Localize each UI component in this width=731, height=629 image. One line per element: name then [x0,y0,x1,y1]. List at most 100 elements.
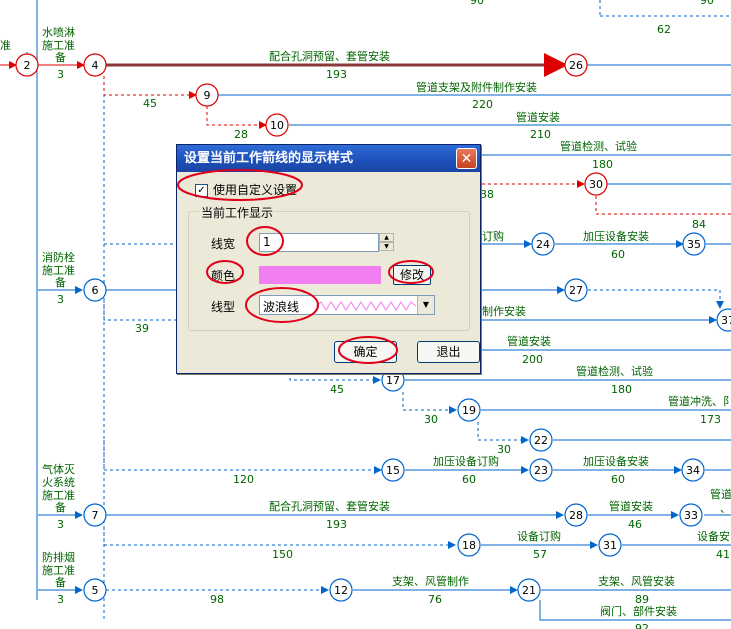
svg-text:120: 120 [233,473,254,486]
width-label: 线宽 [211,237,236,251]
svg-text:31: 31 [603,539,617,552]
svg-text:管道安装: 管道安装 [516,110,560,124]
color-swatch [259,266,381,284]
use-custom-label: 使用自定义设置 [213,183,298,197]
svg-text:管道冲洗、阝: 管道冲洗、阝 [668,394,731,408]
svg-text:6: 6 [92,284,99,297]
svg-text:支架、风管安装: 支架、风管安装 [598,574,675,588]
edges [38,53,731,621]
svg-text:173: 173 [700,413,721,426]
svg-text:管道检测、试验: 管道检测、试验 [560,139,637,153]
node-4: 4 [83,53,107,77]
close-icon: ✕ [460,151,473,167]
svg-text:180: 180 [592,158,613,171]
modify-color-button[interactable]: 修改 [393,265,431,285]
svg-text:27: 27 [569,284,583,297]
node-6: 6 [83,278,107,302]
node-30: 30 [584,172,608,196]
group-title: 当前工作显示 [199,204,276,221]
svg-text:76: 76 [428,593,442,606]
svg-text:管道安装: 管道安装 [507,334,551,348]
svg-text:57: 57 [533,548,547,561]
svg-text:管道检测、试验: 管道检测、试验 [576,364,653,378]
node-26: 26 [564,53,588,77]
svg-text:28: 28 [234,128,248,141]
svg-text:45: 45 [143,97,157,110]
svg-text:60: 60 [611,248,625,261]
width-spinner[interactable]: ▲ ▼ [379,233,394,252]
svg-text:3: 3 [57,293,64,306]
svg-text:19: 19 [462,404,476,417]
close-button[interactable]: ✕ [456,148,477,169]
svg-text:3: 3 [57,68,64,81]
svg-text:180: 180 [611,383,632,396]
svg-text:制作安装: 制作安装 [482,304,526,318]
svg-text:加压设备订购: 加压设备订购 [433,454,499,468]
cancel-button[interactable]: 退出 [417,341,480,363]
dialog-titlebar[interactable]: 设置当前工作箭线的显示样式 ✕ [177,145,480,172]
left-labels: 水喷淋 施工准 备 3 消防栓 施工准 备 3 气体灭 火系统 施工准 备 3 … [42,26,75,606]
svg-text:23: 23 [534,464,548,477]
spin-down-icon[interactable]: ▼ [379,242,394,251]
svg-text:210: 210 [530,128,551,141]
svg-text:193: 193 [326,68,347,81]
line-style-value: 波浪线 [263,300,300,314]
use-custom-checkbox[interactable]: ✓ [195,184,208,197]
node-24: 24 [531,232,555,256]
svg-text:33: 33 [684,509,698,522]
svg-text:2: 2 [24,59,31,72]
svg-text:24: 24 [536,238,550,251]
node-9: 9 [195,83,219,107]
node-12: 12 [329,578,353,602]
svg-text:订购: 订购 [482,229,504,243]
node-19: 19 [457,398,481,422]
color-label: 颜色 [211,269,236,283]
ok-button[interactable]: 确定 [334,341,397,363]
svg-text:35: 35 [687,238,701,251]
spin-up-icon[interactable]: ▲ [379,233,394,242]
svg-text:5: 5 [92,584,99,597]
svg-text:84: 84 [692,218,706,231]
svg-text:18: 18 [462,539,476,552]
svg-text:39: 39 [135,322,149,335]
left-label-3c: 施工准 [42,489,75,502]
left-label-4b: 施工准 [42,564,75,577]
current-work-group: 当前工作显示 [188,204,470,331]
line-style-dialog: 设置当前工作箭线的显示样式 ✕ ✓ 使用自定义设置 当前工作显示 线宽 1 ▲ ▼… [176,144,481,374]
width-input[interactable]: 1 [259,233,379,252]
svg-text:62: 62 [657,23,671,36]
svg-text:22: 22 [534,434,548,447]
chevron-down-icon[interactable]: ▼ [417,296,434,314]
svg-text:4: 4 [92,59,99,72]
use-custom-row[interactable]: ✓ 使用自定义设置 [195,181,297,198]
svg-text:、: 、 [720,502,731,515]
left-label-3d: 备 [55,500,66,514]
node-23: 23 [529,458,553,482]
left-label-2c: 备 [55,275,66,289]
node-5: 5 [83,578,107,602]
left-label-4c: 备 [55,575,66,589]
spine-lines [26,0,105,620]
node-17: 17 [381,368,405,392]
svg-text:45: 45 [330,383,344,396]
svg-text:加压设备安装: 加压设备安装 [583,454,649,468]
svg-text:12: 12 [334,584,348,597]
svg-text:34: 34 [686,464,700,477]
svg-text:配合孔洞预留、套管安装: 配合孔洞预留、套管安装 [269,499,390,513]
node-27: 27 [564,278,588,302]
line-style-select[interactable]: 波浪线 ▼ [259,295,435,315]
svg-text:9: 9 [204,89,211,102]
svg-text:30: 30 [424,413,438,426]
node-15: 15 [381,458,405,482]
svg-text:阀门、部件安装: 阀门、部件安装 [600,604,677,618]
svg-text:7: 7 [92,509,99,522]
svg-text:配合孔洞预留、套管安装: 配合孔洞预留、套管安装 [269,49,390,63]
svg-text:98: 98 [210,593,224,606]
node-18: 18 [457,533,481,557]
svg-text:30: 30 [497,443,511,456]
svg-text:设备安: 设备安 [697,529,730,543]
svg-text:30: 30 [589,178,603,191]
node-37: 37 [716,308,731,332]
node-33: 33 [679,503,703,527]
